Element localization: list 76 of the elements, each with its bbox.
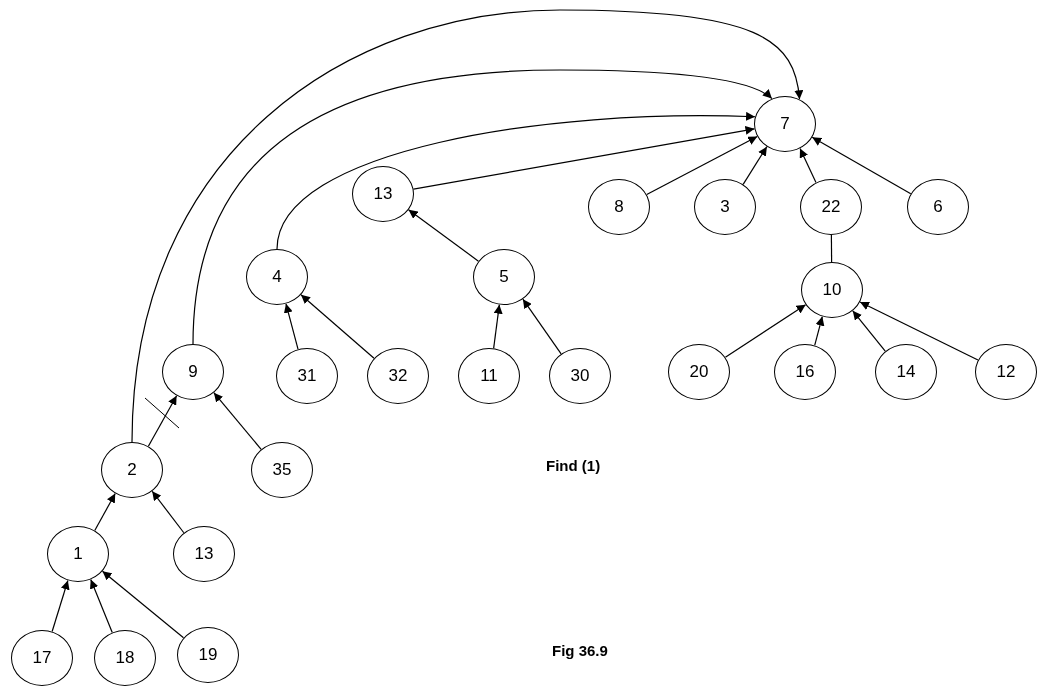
tree-node-ellipse [774,344,836,400]
arrow [646,135,758,196]
tree-node-ellipse [801,262,863,318]
node-label: 10 [822,280,842,300]
tree-node-ellipse [162,344,224,400]
figure-caption: Fig 36.9 [552,642,608,659]
arrow [811,136,912,195]
tree-node-ellipse [352,166,414,222]
node-label: 4 [272,267,282,287]
tree-node-ellipse [276,348,338,404]
arrow [147,395,178,447]
arrow [151,490,185,534]
tree-node-ellipse [875,344,937,400]
arrow [300,294,375,359]
node-label: 3 [720,197,730,217]
arrow [724,304,807,358]
tree-node-ellipse [800,179,862,235]
arrow [101,570,185,639]
node-label: 19 [198,645,218,665]
node-label: 11 [480,366,498,386]
arrow [859,301,979,361]
tree-node-ellipse [246,249,308,305]
node-label: 14 [896,362,916,382]
tree-node-ellipse [668,344,730,400]
tree-node-ellipse [754,96,816,152]
tree-node-ellipse [177,627,239,683]
node-label: 30 [570,366,590,386]
arrow [412,125,756,190]
node-label: 9 [188,362,198,382]
node-label: 18 [115,648,135,668]
node-label: 31 [297,366,317,386]
node-label: 7 [780,114,790,134]
node-label: 12 [996,362,1016,382]
note-text: Find (1) [546,457,601,474]
node-label: 1 [73,544,83,564]
node-label: 2 [127,460,137,480]
node-label: 35 [272,460,292,480]
tree-node-ellipse [473,249,535,305]
arrow [493,304,503,349]
tree-node-ellipse [101,442,163,498]
tree-node-ellipse [367,348,429,404]
arrow [742,146,768,185]
node-label: 20 [689,362,709,382]
tree-node-ellipse [975,344,1037,400]
tree-node-ellipse [458,348,520,404]
arrow [94,492,116,532]
node-label: 32 [388,366,408,386]
arrow [407,209,480,262]
arrow [852,310,886,352]
tree-node-ellipse [251,442,313,498]
arrow [283,303,299,350]
tree-node-ellipse [173,526,235,582]
node-label: 16 [795,362,815,382]
arrow [192,69,773,345]
arrow [51,579,70,633]
tree-node-ellipse [94,630,156,686]
tree-node-ellipse [588,179,650,235]
arrow [131,9,803,443]
node-label: 13 [194,544,214,564]
tree-node-ellipse [694,179,756,235]
node-label: 22 [821,197,841,217]
arrow [814,316,825,346]
node-label: 5 [499,267,509,287]
arrow [213,392,262,450]
node-label: 6 [933,197,943,217]
arrow [90,578,113,634]
tree-node-ellipse [549,348,611,404]
tree-node-ellipse [907,179,969,235]
arrow [276,112,756,250]
node-label: 17 [32,648,52,668]
arrow [799,147,817,184]
tree-node-ellipse [47,526,109,582]
tree-node-ellipse [11,630,73,686]
node-label: 13 [373,184,393,204]
node-label: 8 [614,197,624,217]
arrow [522,298,562,355]
